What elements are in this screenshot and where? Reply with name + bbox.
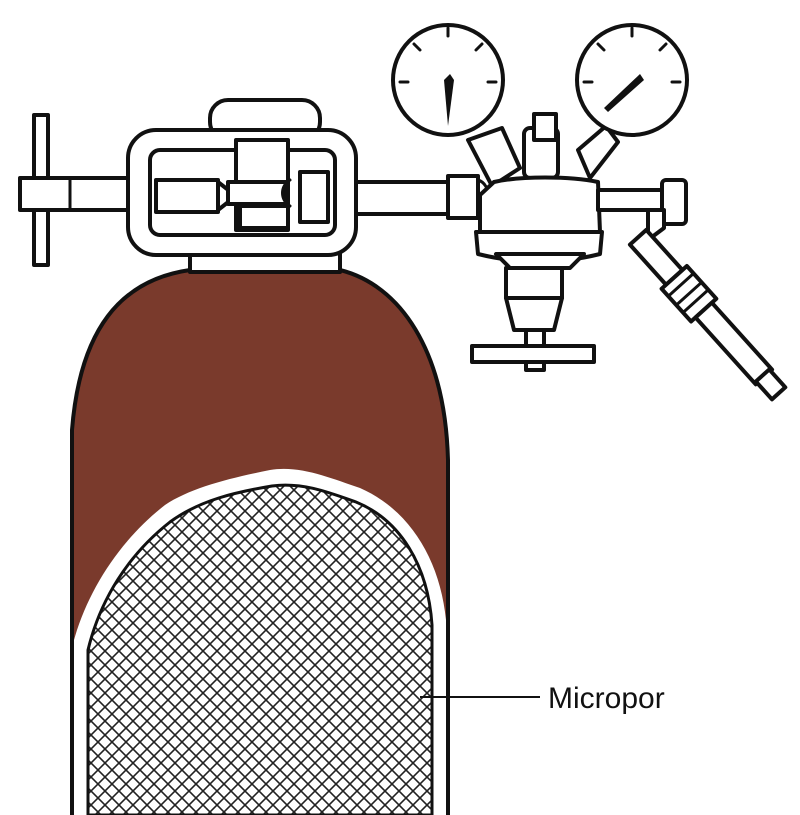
outlet-valve-knob [660,178,688,226]
porous-filling [86,483,434,815]
gauge-right [575,23,689,137]
cylinder-valve-icon [18,98,490,267]
relief-valve [532,112,558,142]
adjusting-screw-housing [504,266,564,300]
pressure-gauge-icon [391,23,689,137]
adjusting-handle [470,344,596,364]
pressure-regulator-icon [466,112,788,402]
hose-connector [627,227,788,402]
callout-label: Micropor [548,682,665,715]
regulator-body [478,175,602,234]
valve-spindle [18,176,134,212]
gauge-left [391,23,505,137]
gas-cylinder-icon [70,250,450,815]
valve-outlet-pipe [354,180,454,216]
